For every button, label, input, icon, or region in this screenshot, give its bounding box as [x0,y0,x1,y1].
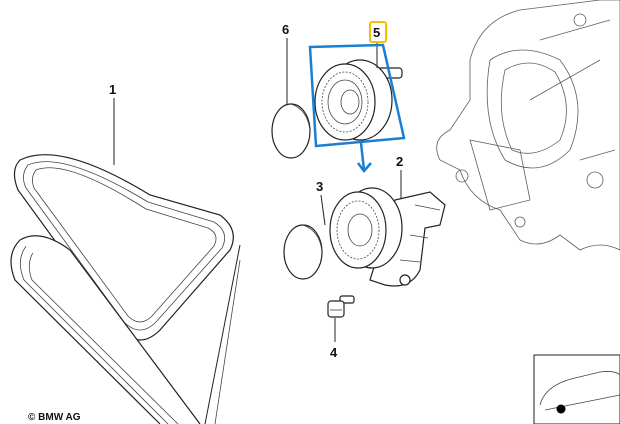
cover-cap-upper[interactable] [271,103,311,159]
copyright-text: © BMW AG [28,412,81,423]
selected-label-frame [369,21,387,43]
engine-housing [436,0,620,251]
cover-cap-lower[interactable] [283,224,323,280]
label-4[interactable]: 4 [330,345,338,360]
copyright-backdrop [26,410,82,423]
label-6[interactable]: 6 [282,22,289,37]
label-1[interactable]: 1 [109,82,116,97]
label-3[interactable]: 3 [316,179,323,194]
label-5[interactable]: 5 [373,25,380,40]
belt-tensioner[interactable] [329,187,446,287]
hex-bolt[interactable] [327,295,355,318]
vehicle-thumbnail [533,354,620,424]
leader-line-3 [320,194,326,226]
label-2[interactable]: 2 [396,154,403,169]
arrow-down-icon [357,142,372,173]
highlight-box [308,43,406,148]
drive-belt[interactable] [10,154,241,424]
idler-pulley[interactable] [314,59,403,141]
